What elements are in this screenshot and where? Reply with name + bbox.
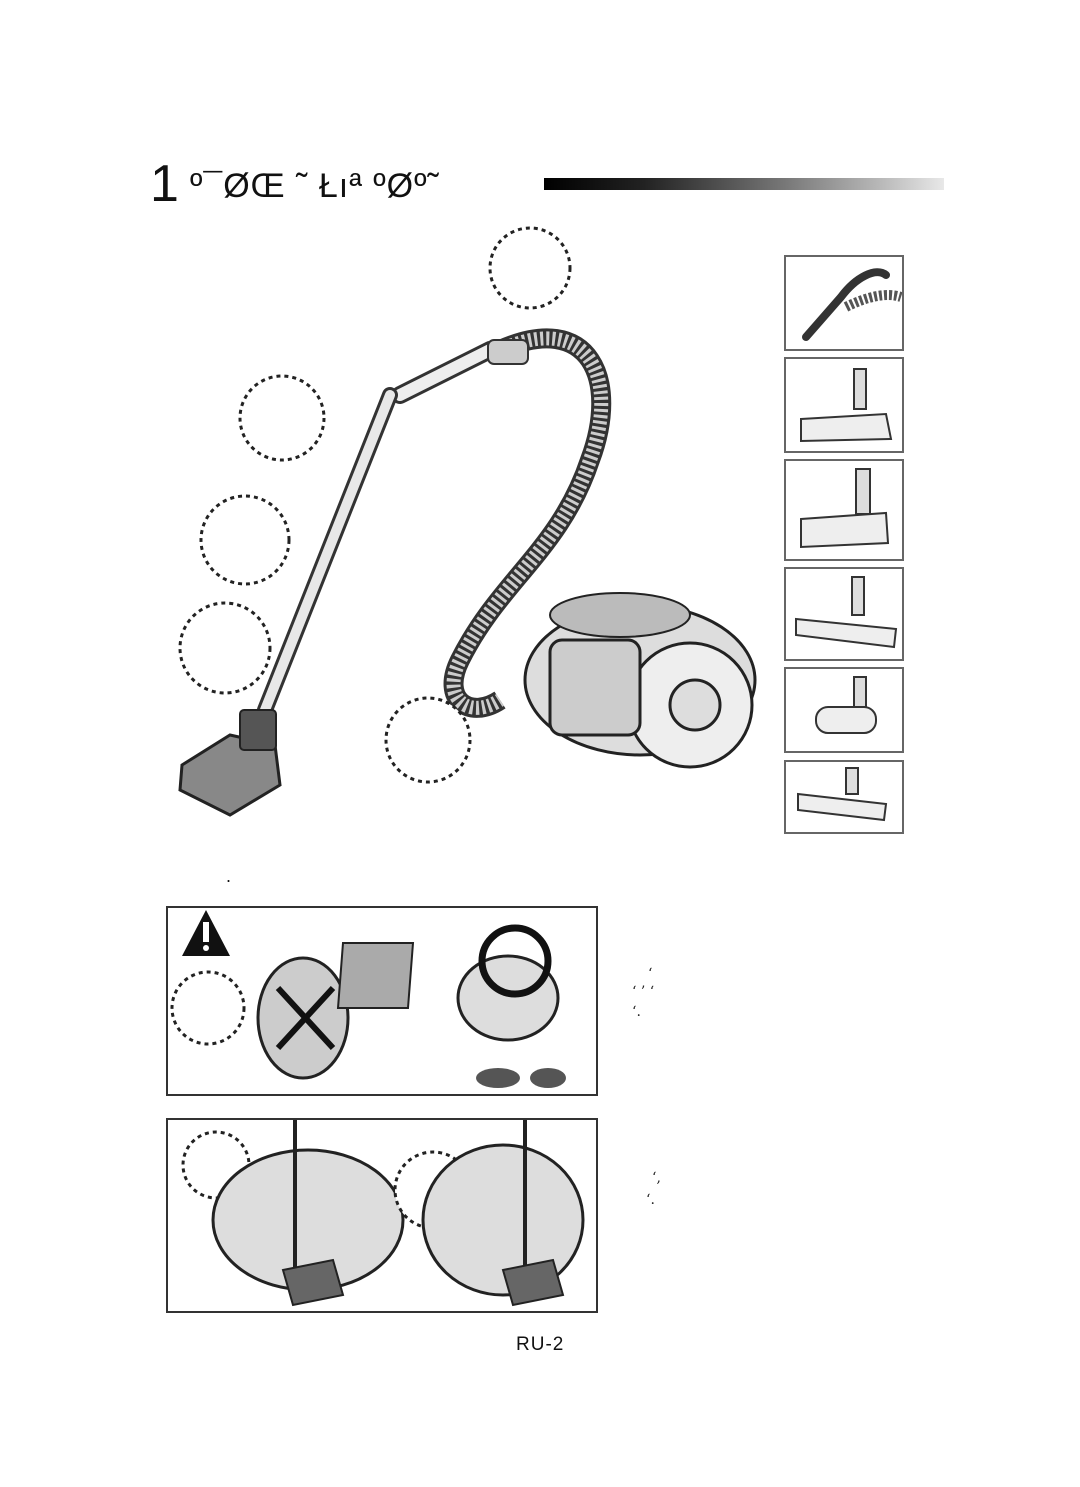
warning-panel <box>166 906 598 1096</box>
warning-illustration <box>170 910 566 1088</box>
mini-turbo-icon <box>815 676 877 734</box>
turbo-brush-icon <box>800 468 890 549</box>
side-mark-2b: ‘. <box>646 1192 655 1208</box>
accessory-parquet-brush <box>784 567 904 661</box>
side-mark-1b: ‘ ’ ‘ <box>632 984 655 1000</box>
parquet-brush-icon <box>795 576 898 649</box>
side-mark-1c: ‘. <box>632 1004 641 1020</box>
section-number: 1 <box>150 155 179 213</box>
storage-illustration <box>181 1120 585 1307</box>
note-dot: . <box>226 866 232 886</box>
page-number: RU-2 <box>516 1334 565 1355</box>
accessory-wide-brush <box>784 760 904 834</box>
accessory-handle-hose <box>784 255 904 351</box>
side-mark-1a: ‘ <box>648 966 653 982</box>
accessory-floor-brush <box>784 357 904 453</box>
handle-hose-icon <box>802 268 903 341</box>
accessory-mini-turbo <box>784 667 904 753</box>
accessory-turbo-brush <box>784 459 904 561</box>
title-gradient-bar <box>544 178 944 190</box>
floor-brush-icon <box>800 368 893 443</box>
vacuum-assembly-illustration <box>178 226 757 817</box>
side-mark-2a: ‘, <box>652 1170 661 1186</box>
wide-brush-icon <box>797 767 888 822</box>
section-title: º¯ØŒ ˜ Łıª ºØº˜ <box>190 167 440 205</box>
storage-panel <box>166 1118 598 1313</box>
